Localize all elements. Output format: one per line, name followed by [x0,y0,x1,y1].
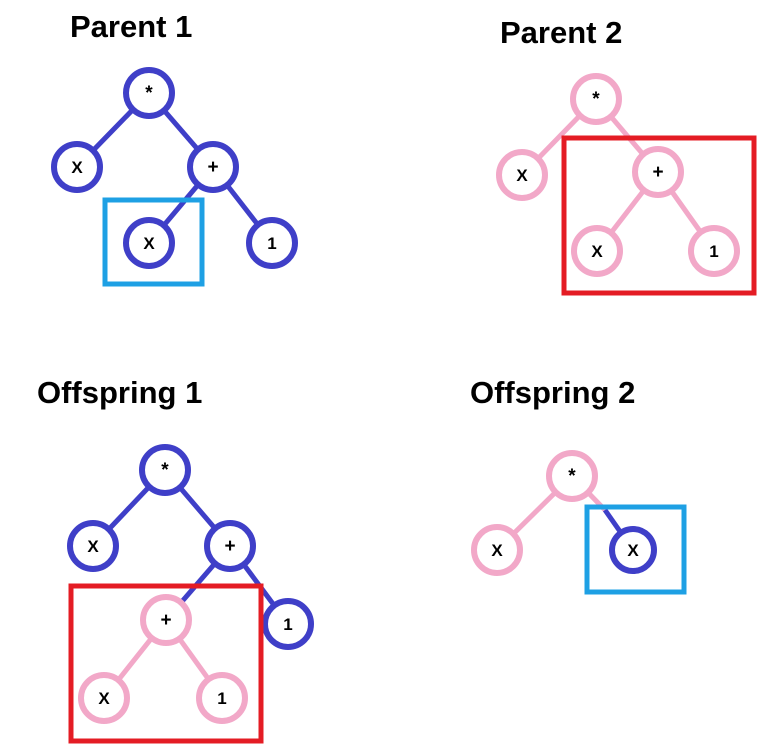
offspring1-node-pink-one: 1 [196,672,248,724]
parent2-node-x-sub-circle [571,225,623,277]
offspring1-node-pink-plus-label: + [160,610,171,631]
parent1-node-x-sub: X [123,217,175,269]
offspring2-selection-box [584,504,687,595]
offspring2-node-root: * [546,450,598,502]
offspring1-node-pink-plus-circle [140,594,192,646]
offspring1-node-pink-x: X [78,672,130,724]
parent1-title: Parent 1 [70,9,192,44]
offspring1-node-x-left: X [67,520,119,572]
offspring2-node-x-left: X [471,524,523,576]
offspring1-node-pink-x-label: X [98,689,110,708]
parent1-node-one-label: 1 [267,234,276,253]
offspring2-node-x-left-circle [471,524,523,576]
parent2-node-x-sub-label: X [591,242,603,261]
parent1-node-one-circle [246,217,298,269]
offspring1-selection-box [68,583,264,744]
offspring1-panel: Offspring 1 * X + 1 + [37,375,314,744]
parent2-node-plus: + [632,146,684,198]
parent2-node-plus-circle [632,146,684,198]
parent2-node-x-left-label: X [516,166,528,185]
parent1-node-one: 1 [246,217,298,269]
parent2-node-one-label: 1 [709,242,718,261]
parent2-node-one-circle [688,225,740,277]
parent1-node-x-sub-circle [123,217,175,269]
parent1-node-x-sub-label: X [143,234,155,253]
offspring1-node-x-left-circle [67,520,119,572]
offspring1-node-plus: + [204,520,256,572]
offspring1-node-root-label: * [161,460,169,481]
parent2-node-root-circle [570,73,622,125]
offspring2-node-x-blue-circle [609,526,657,574]
offspring1-node-pink-x-circle [78,672,130,724]
parent1-node-root-label: * [145,83,153,104]
offspring1-node-one-label: 1 [283,615,292,634]
parent2-node-one: 1 [688,225,740,277]
parent2-edges [520,97,717,253]
parent2-node-x-left: X [496,149,548,201]
parent1-node-plus: + [187,141,239,193]
offspring1-node-pink-one-label: 1 [217,689,226,708]
offspring2-node-x-blue: X [609,526,657,574]
parent2-panel: Parent 2 * X + X 1 [496,15,757,296]
offspring2-panel: Offspring 2 * X X [470,375,687,595]
parent2-node-plus-label: + [652,162,663,183]
offspring1-node-plus-circle [204,520,256,572]
offspring1-title: Offspring 1 [37,375,202,410]
offspring1-node-root-circle [139,444,191,496]
parent1-node-root: * [123,67,175,119]
offspring1-node-plus-label: + [224,536,235,557]
parent1-panel: Parent 1 * X + X 1 [51,9,298,287]
offspring1-node-one-circle [262,598,314,650]
parent2-node-x-left-circle [496,149,548,201]
parent1-node-root-circle [123,67,175,119]
offspring1-node-pink-one-circle [196,672,248,724]
parent2-title: Parent 2 [500,15,622,50]
offspring1-node-pink-plus: + [140,594,192,646]
offspring2-node-x-blue-label: X [627,541,639,560]
offspring2-node-root-circle [546,450,598,502]
parent1-node-plus-label: + [207,157,218,178]
offspring2-node-root-label: * [568,466,576,487]
parent1-node-x-left: X [51,141,103,193]
offspring2-node-x-left-label: X [491,541,503,560]
parent2-selection-box [561,135,757,296]
parent2-node-x-sub: X [571,225,623,277]
parent1-selection-box [102,197,205,287]
parent1-node-x-left-label: X [71,158,83,177]
parent2-node-root-label: * [592,89,600,110]
offspring1-node-x-left-label: X [87,537,99,556]
parent1-node-x-left-circle [51,141,103,193]
parent2-node-root: * [570,73,622,125]
parent1-node-plus-circle [187,141,239,193]
offspring1-node-root: * [139,444,191,496]
offspring1-node-one: 1 [262,598,314,650]
offspring2-title: Offspring 2 [470,375,635,410]
